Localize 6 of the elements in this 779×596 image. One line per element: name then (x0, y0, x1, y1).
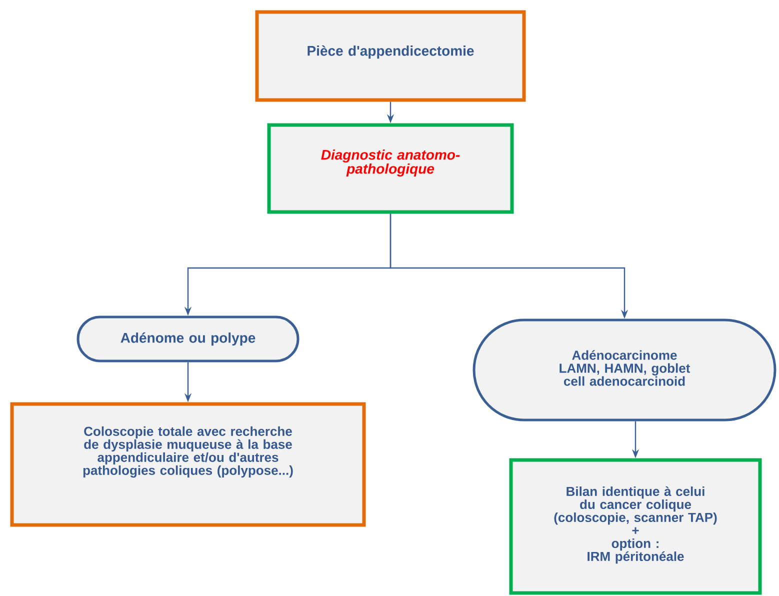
process-box: Coloscopie totale avec recherche de dysplasie muqueuse à la base appendiculaire et/ou d'autres pathologies coliques (polypose...) (10, 402, 366, 527)
process-box: Diagnostic anatomo-pathologique (267, 123, 514, 214)
rounded-box: Adénome ou polype (76, 316, 300, 362)
process-box: Bilan identique à celui du cancer colique (coloscopie, scanner TAP) + option : IRM péritonéale (509, 458, 762, 595)
process-box: Pièce d'appendicectomie (255, 10, 526, 102)
rounded-box: Adénocarcinome LAMN, HAMN, goblet cell adenocarcinoid (472, 318, 776, 422)
